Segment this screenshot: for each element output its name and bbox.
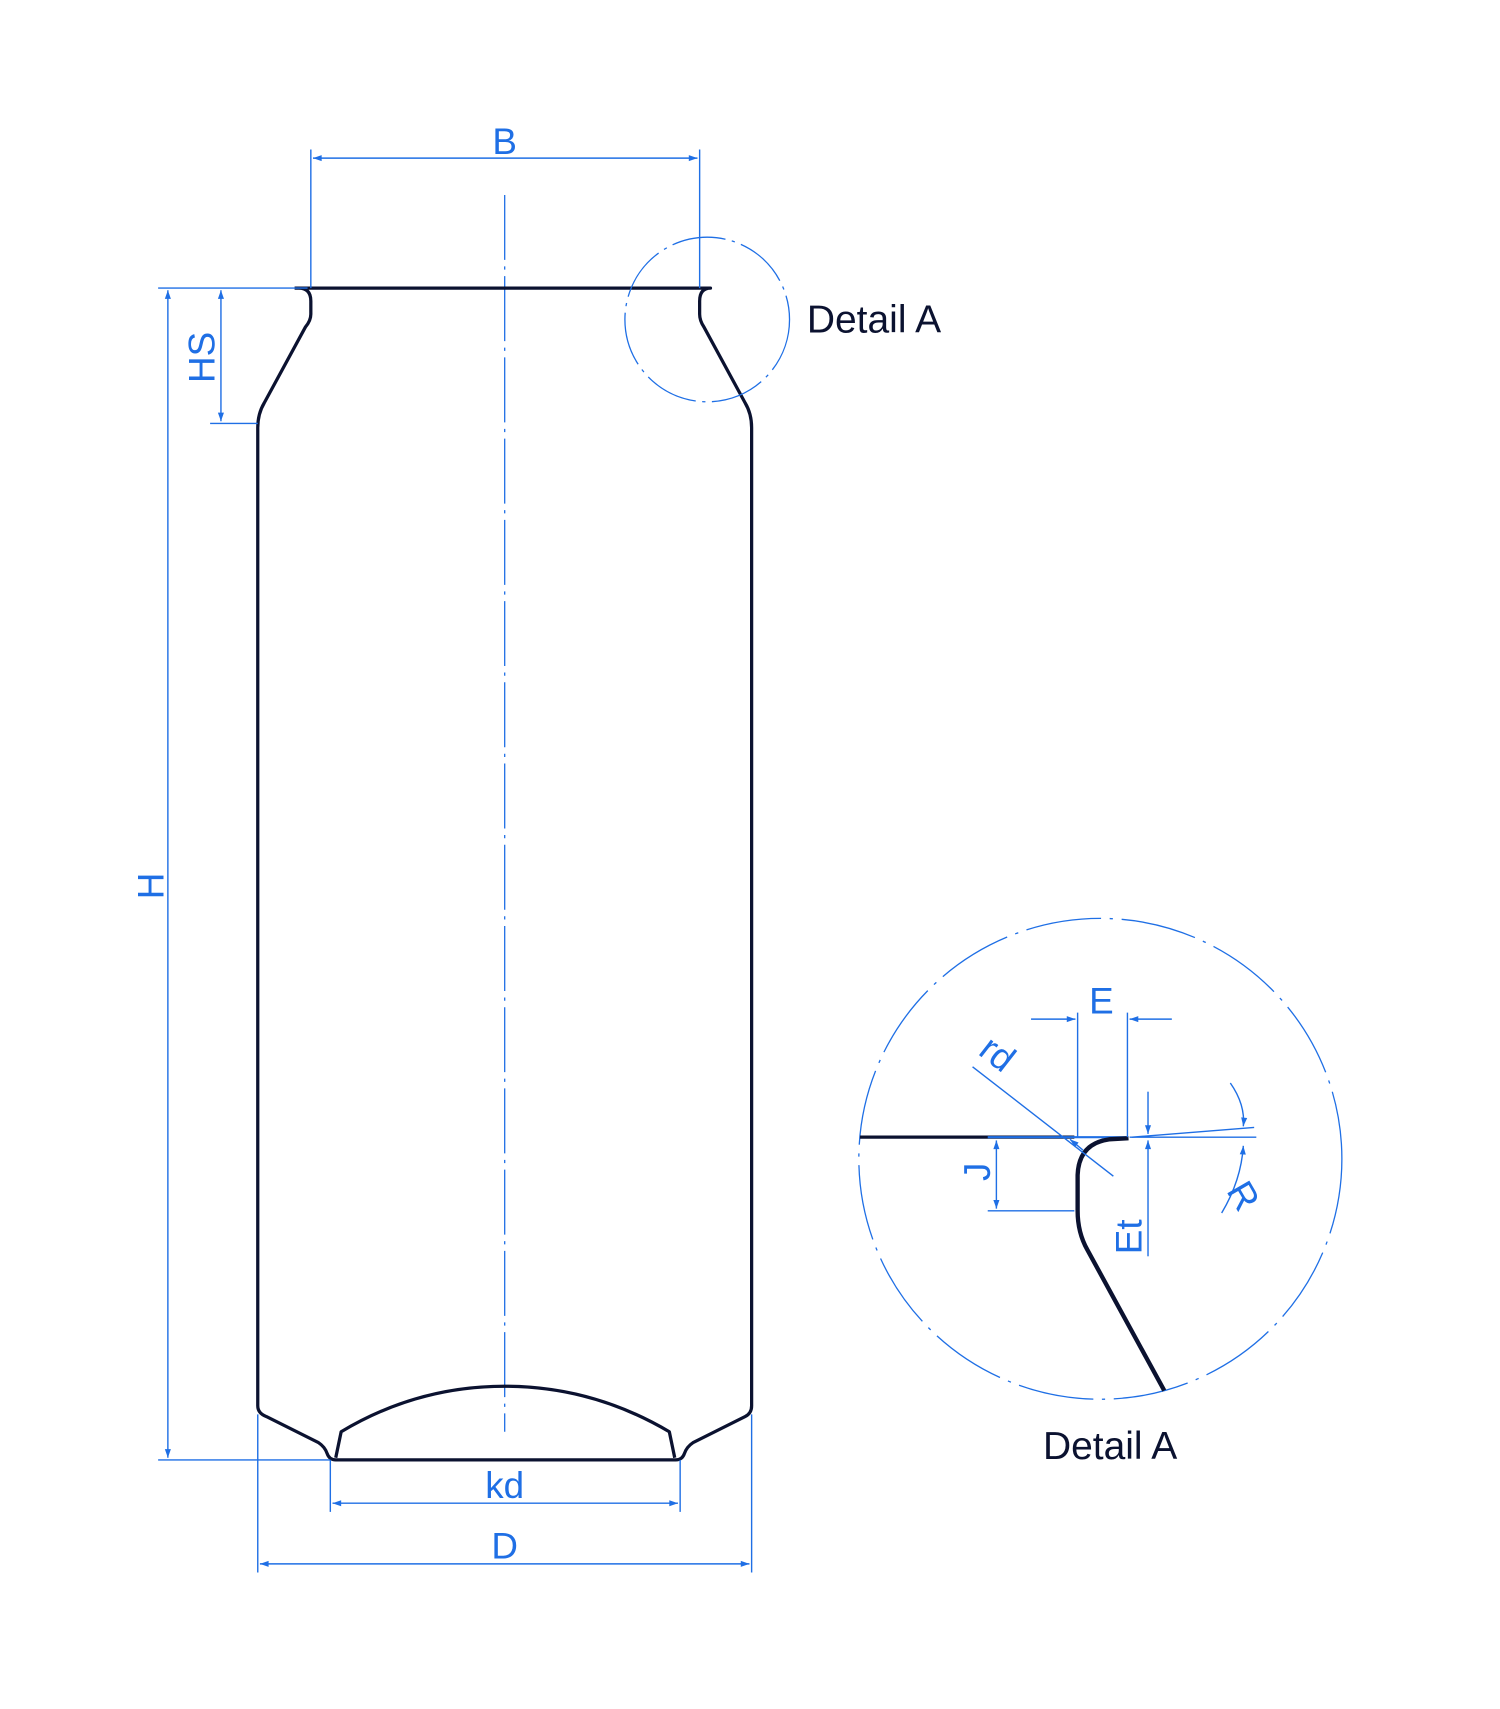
dimension-d-label: D [491,1525,518,1566]
detail-a-view: E rd J Et R [858,917,1343,1400]
detail-a-reference: Detail A [807,298,941,341]
dimension-j-label: J [957,1163,998,1181]
dimension-e-label: E [1089,981,1114,1022]
dimension-r-label: R [1219,1174,1268,1218]
dimension-b-label: B [492,121,517,162]
can-dome [334,1384,677,1459]
dimension-h-label: H [131,873,172,900]
dimension-kd-label: kd [485,1465,524,1506]
detail-a-marker-circle [624,236,791,403]
detail-a-title: Detail A [1043,1425,1177,1468]
dimension-hs-label: HS [181,332,222,383]
dimension-et-label: Et [1109,1219,1150,1254]
can-outline [256,286,754,1462]
